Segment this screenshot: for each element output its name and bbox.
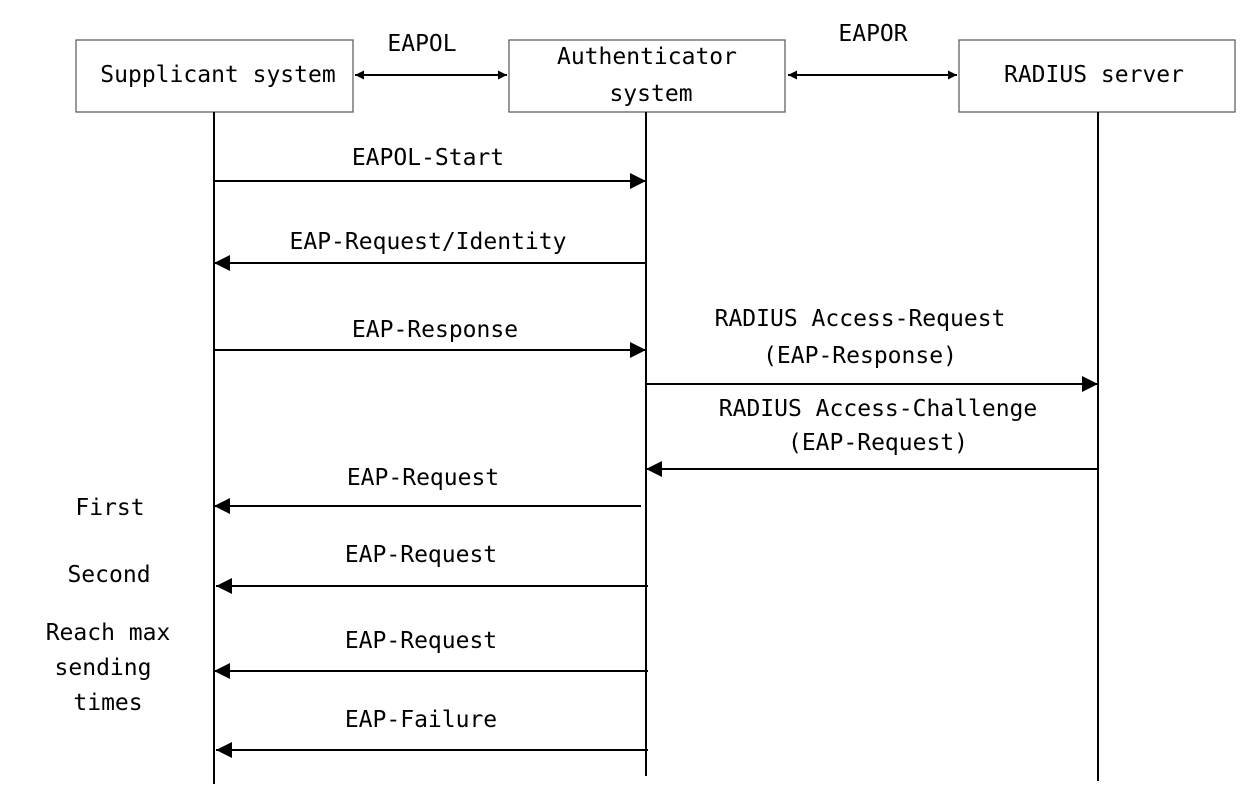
radius-access-request-label-line1: RADIUS Access-Request [715, 306, 1006, 332]
authenticator-system-label-line2: system [609, 81, 692, 107]
eap-failure-label: EAP-Failure [345, 707, 497, 733]
eap-response-label: EAP-Response [352, 317, 518, 343]
radius-access-challenge-label-line2: (EAP-Request) [788, 430, 968, 456]
authenticator-system-box: Authenticator system [508, 39, 786, 113]
authenticator-system-label-line1: Authenticator [557, 44, 737, 70]
eapor-protocol-label: EAPOR [838, 21, 907, 47]
eap-request-max-label: EAP-Request [345, 628, 497, 654]
radius-server-box: RADIUS server [958, 39, 1236, 113]
eapol-protocol-label: EAPOL [387, 31, 456, 57]
supplicant-system-label: Supplicant system [100, 62, 335, 88]
eap-request-first-label: EAP-Request [347, 465, 499, 491]
eapol-start-label: EAPOL-Start [352, 145, 504, 171]
eap-request-second-label: EAP-Request [345, 542, 497, 568]
first-attempt-annotation: First [75, 495, 144, 521]
radius-access-challenge-label-line1: RADIUS Access-Challenge [719, 396, 1038, 422]
radius-server-label: RADIUS server [1004, 62, 1184, 88]
reach-max-annotation-line3: times [73, 690, 142, 716]
radius-access-request-label-line2: (EAP-Response) [763, 343, 957, 369]
eap-request-identity-label: EAP-Request/Identity [290, 229, 567, 255]
supplicant-system-box: Supplicant system [75, 39, 354, 113]
reach-max-annotation-line1: Reach max [46, 620, 171, 646]
reach-max-annotation-line2: sending [55, 655, 152, 681]
second-attempt-annotation: Second [67, 562, 150, 588]
